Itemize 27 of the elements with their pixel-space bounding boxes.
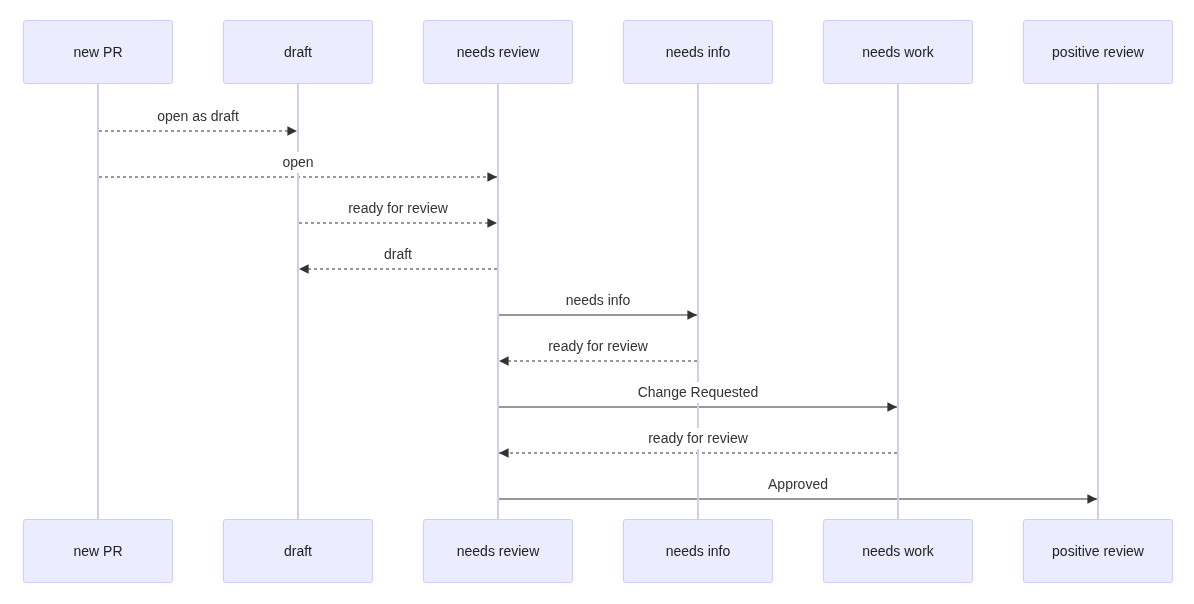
- message-arrow: [498, 356, 698, 366]
- message-arrow: [498, 448, 898, 458]
- lifeline: [697, 84, 699, 519]
- actor-box: new PR: [23, 519, 173, 583]
- lifeline: [1097, 84, 1099, 519]
- actor-box: new PR: [23, 20, 173, 84]
- lifeline: [497, 84, 499, 519]
- actor-box: needs info: [623, 20, 773, 84]
- actor-box: positive review: [1023, 519, 1173, 583]
- actor-box: positive review: [1023, 20, 1173, 84]
- lifeline: [97, 84, 99, 519]
- actor-box: draft: [223, 20, 373, 84]
- lifeline: [897, 84, 899, 519]
- actor-box: needs work: [823, 20, 973, 84]
- actor-box: draft: [223, 519, 373, 583]
- message-arrow: [498, 310, 698, 320]
- actor-box: needs review: [423, 20, 573, 84]
- actor-box: needs info: [623, 519, 773, 583]
- message-arrow: [298, 218, 498, 228]
- message-arrow: [498, 494, 1098, 504]
- message-arrow: [98, 172, 498, 182]
- message-arrow: [298, 264, 498, 274]
- message-arrow: [98, 126, 298, 136]
- actor-box: needs review: [423, 519, 573, 583]
- lifeline: [297, 84, 299, 519]
- actor-box: needs work: [823, 519, 973, 583]
- message-arrow: [498, 402, 898, 412]
